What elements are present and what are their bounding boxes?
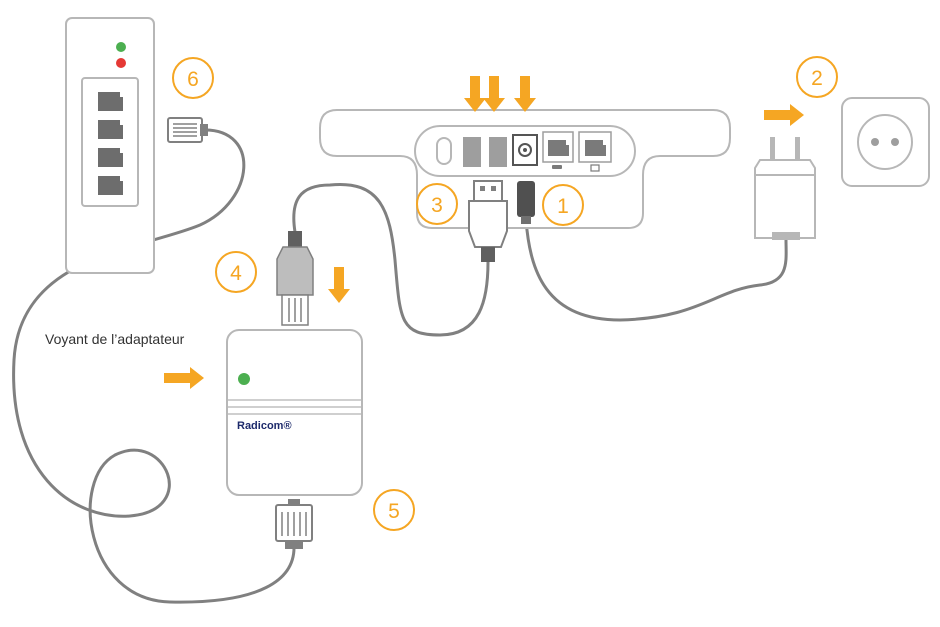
step-badge-6: 6 [172,57,214,99]
step-badge-5: 5 [373,489,415,531]
step-badge-3: 3 [416,183,458,225]
usb-plug [468,180,508,262]
arrow-down-icon [328,267,350,303]
step-badge-4: 4 [215,251,257,293]
usb-port-1 [463,137,481,167]
switch-led-green [116,42,126,52]
arrow-down-icon [483,76,505,112]
ethernet-cable [12,128,296,604]
svg-text:6: 6 [187,68,199,91]
svg-text:4: 4 [230,262,242,285]
ethernet-port-icon [578,131,612,172]
arrow-right-icon [764,104,804,126]
svg-text:3: 3 [431,194,443,217]
phone-jack-icon [542,131,574,169]
adapter-device: Radicom® [226,329,363,496]
ethernet-plug [275,499,313,549]
adapter-led-caption: Voyant de l’adaptateur [45,331,185,347]
svg-text:5: 5 [388,500,400,523]
switch-led-red [116,58,126,68]
arrow-right-icon [164,367,204,389]
usb-cable [292,182,490,337]
ethernet-plug [167,117,208,143]
arrow-down-icon [514,76,536,112]
svg-text:2: 2 [811,67,823,90]
line-plug [276,231,314,326]
step-badge-2: 2 [796,56,838,98]
dc-power-port-icon [512,134,538,166]
power-button-icon [436,137,452,165]
network-switch [65,17,155,274]
adapter-led [238,373,250,385]
wall-socket [841,97,930,187]
power-adapter [754,137,816,240]
power-cable [524,219,788,322]
step-badge-1: 1 [542,184,584,226]
usb-port-2 [489,137,507,167]
adapter-brand: Radicom® [237,420,292,432]
power-plug-barrel [517,181,535,224]
ethernet-port-icon [98,92,123,195]
svg-text:1: 1 [557,195,569,218]
arrow-down-icon [464,76,486,112]
